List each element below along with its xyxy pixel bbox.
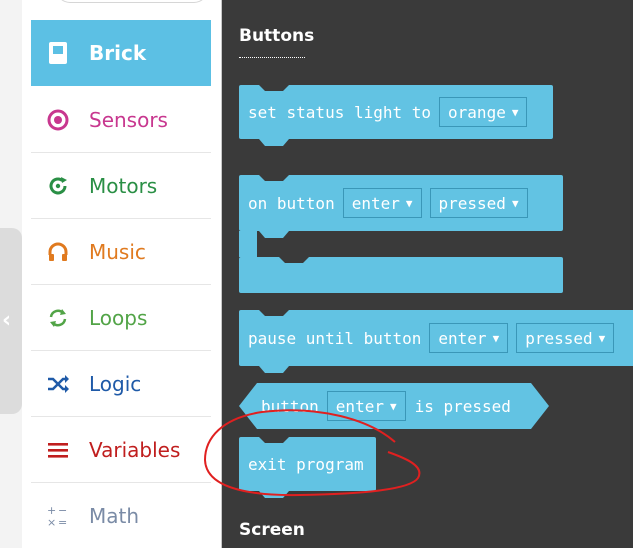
category-motors[interactable]: Motors [31, 153, 211, 219]
toolbox-category-list: Brick Sensors Motors Music Loops Logic [22, 0, 221, 548]
dropdown-value: enter [335, 396, 384, 416]
caret-down-icon: ▼ [511, 105, 519, 119]
block-c-bottom [239, 257, 563, 293]
block-notch [259, 310, 289, 316]
block-notch [259, 85, 289, 91]
block-tab [259, 491, 289, 498]
category-label: Motors [89, 173, 158, 198]
collapse-toolbox-handle[interactable]: ‹ [0, 228, 22, 414]
section-title-screen: Screen [239, 520, 305, 540]
category-label: Variables [89, 437, 181, 462]
motor-rotate-icon [45, 174, 71, 198]
caret-down-icon: ▼ [598, 331, 606, 345]
category-label: Math [89, 504, 140, 528]
category-brick[interactable]: Brick [31, 20, 211, 86]
brick-icon [45, 41, 71, 65]
block-set-status-light[interactable]: set status light to orange ▼ [239, 85, 553, 139]
button-select-dropdown[interactable]: enter ▼ [342, 188, 422, 218]
dropdown-value: enter [438, 328, 487, 348]
category-music[interactable]: Music [31, 219, 211, 285]
block-c-arm [239, 231, 257, 257]
category-label: Logic [89, 371, 142, 396]
section-underline [239, 57, 305, 58]
headphones-icon [45, 240, 71, 264]
category-label: Brick [89, 41, 147, 65]
block-button-is-pressed[interactable]: button enter ▼ is pressed [239, 383, 549, 429]
sensor-target-icon [45, 108, 71, 132]
svg-text:=: = [58, 516, 67, 528]
block-notch [259, 437, 289, 443]
caret-down-icon: ▼ [492, 331, 500, 345]
caret-down-icon: ▼ [389, 399, 397, 413]
caret-down-icon: ▼ [511, 196, 519, 210]
category-label: Loops [89, 305, 148, 330]
block-notch [259, 175, 289, 181]
search-input-partial[interactable] [56, 0, 208, 3]
category-loops[interactable]: Loops [31, 285, 211, 351]
loop-arrows-icon [45, 306, 71, 330]
dropdown-value: orange [448, 102, 506, 122]
list-lines-icon [45, 438, 71, 462]
block-tab [259, 139, 289, 146]
dropdown-value: pressed [525, 328, 593, 348]
block-text: is pressed [414, 396, 511, 416]
chevron-left-icon: ‹ [2, 308, 12, 333]
toolbox-divider [221, 0, 222, 548]
caret-down-icon: ▼ [405, 196, 413, 210]
button-event-dropdown[interactable]: pressed ▼ [429, 188, 528, 218]
category-math[interactable]: +−×= Math [31, 483, 211, 549]
shuffle-icon [45, 372, 71, 396]
button-select-dropdown[interactable]: enter ▼ [327, 391, 406, 421]
svg-text:×: × [47, 516, 56, 528]
category-sensors[interactable]: Sensors [31, 87, 211, 153]
block-flyout: Buttons set status light to orange ▼ on b… [222, 0, 633, 548]
block-text: set status light to [248, 102, 432, 122]
block-text: button [261, 396, 319, 416]
block-text: pause until button [248, 328, 422, 348]
block-notch [279, 257, 309, 263]
button-select-dropdown[interactable]: enter ▼ [429, 323, 509, 353]
category-label: Sensors [89, 107, 168, 132]
svg-text:−: − [58, 504, 67, 517]
block-text: exit program [248, 454, 364, 474]
category-variables[interactable]: Variables [31, 417, 211, 483]
section-title-buttons: Buttons [239, 26, 315, 46]
category-logic[interactable]: Logic [31, 351, 211, 417]
status-light-color-dropdown[interactable]: orange ▼ [439, 97, 528, 127]
dropdown-value: enter [351, 193, 400, 213]
svg-text:+: + [47, 504, 56, 517]
block-on-button[interactable]: on button enter ▼ pressed ▼ [239, 175, 563, 231]
dropdown-value: pressed [438, 193, 506, 213]
button-event-dropdown[interactable]: pressed ▼ [516, 323, 615, 353]
block-text: on button [248, 193, 335, 213]
block-tab [259, 366, 289, 373]
block-exit-program[interactable]: exit program [239, 437, 376, 491]
category-label: Music [89, 239, 146, 264]
math-operators-icon: +−×= [45, 504, 71, 528]
block-pause-until-button[interactable]: pause until button enter ▼ pressed ▼ [239, 310, 633, 366]
inner-tab [259, 231, 289, 238]
